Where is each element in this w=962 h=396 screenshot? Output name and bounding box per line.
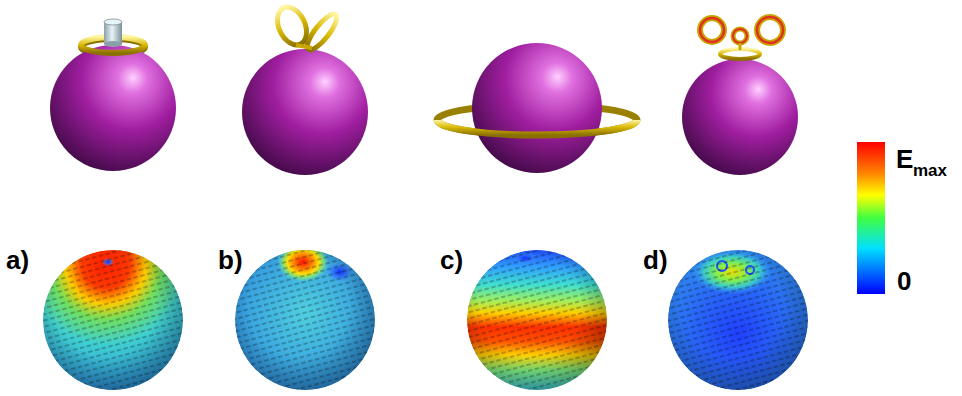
color-bar <box>857 142 885 294</box>
colorbar-subscript: max <box>913 162 947 179</box>
panel-label: d) <box>643 247 668 273</box>
sphere-d <box>682 17 798 175</box>
field-map-b <box>232 242 382 396</box>
colorbar-min: 0 <box>897 268 911 294</box>
field-map-a <box>40 248 190 396</box>
sphere-a <box>50 19 176 171</box>
sphere-c <box>437 43 637 173</box>
panel-label: a) <box>6 247 29 273</box>
sphere-b <box>242 2 368 175</box>
colorbar-symbol: E <box>896 146 913 172</box>
field-map-d <box>665 248 815 396</box>
field-map-c <box>464 248 614 396</box>
panel-label: b) <box>218 247 243 273</box>
panel-label: c) <box>440 247 463 273</box>
